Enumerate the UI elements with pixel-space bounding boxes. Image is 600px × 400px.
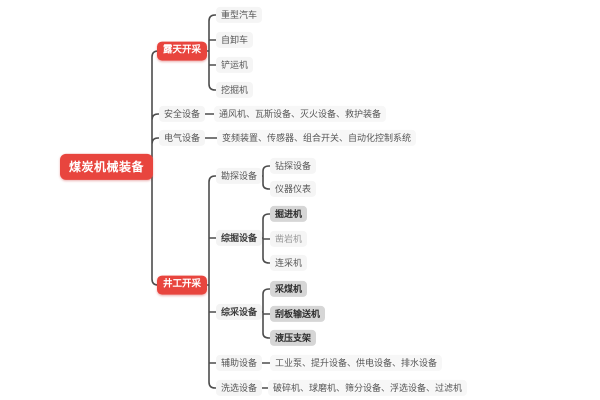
leaf-scraper[interactable]: 铲运机 <box>216 56 254 74</box>
node-tunneling-equipment[interactable]: 综掘设备 <box>216 229 263 247</box>
node-mechanized-mining-equipment[interactable]: 综采设备 <box>216 303 263 321</box>
leaf-roadheader[interactable]: 掘进机 <box>270 205 308 223</box>
node-washing-equipment[interactable]: 洗选设备 <box>216 379 263 397</box>
leaf-continuous-miner[interactable]: 连采机 <box>270 254 308 272</box>
node-exploration-equipment[interactable]: 勘探设备 <box>216 167 263 185</box>
root-node[interactable]: 煤炭机械装备 <box>60 153 154 181</box>
leaf-scraper-conveyor[interactable]: 刮板输送机 <box>270 305 326 323</box>
branch-underground-mining[interactable]: 井工开采 <box>157 275 208 295</box>
leaf-drilling-equipment[interactable]: 钻探设备 <box>270 157 317 175</box>
leaf-dump-truck[interactable]: 自卸车 <box>216 31 254 49</box>
branch-open-pit-mining[interactable]: 露天开采 <box>157 41 208 61</box>
safety-equipment-items[interactable]: 通风机、瓦斯设备、灭火设备、救护装备 <box>214 105 387 123</box>
leaf-excavator[interactable]: 挖掘机 <box>216 81 254 99</box>
auxiliary-equipment-items[interactable]: 工业泵、提升设备、供电设备、排水设备 <box>270 354 443 372</box>
electrical-equipment-items[interactable]: 变频装置、传感器、组合开关、自动化控制系统 <box>217 129 417 147</box>
washing-equipment-items[interactable]: 破碎机、球磨机、筛分设备、浮选设备、过滤机 <box>268 379 468 397</box>
leaf-rock-drill[interactable]: 凿岩机 <box>270 230 308 248</box>
leaf-heavy-truck[interactable]: 重型汽车 <box>216 6 263 24</box>
node-auxiliary-equipment[interactable]: 辅助设备 <box>216 354 263 372</box>
leaf-coal-shearer[interactable]: 采煤机 <box>270 280 308 298</box>
branch-safety-equipment[interactable]: 安全设备 <box>159 105 206 123</box>
leaf-hydraulic-support[interactable]: 液压支架 <box>270 329 317 347</box>
branch-electrical-equipment[interactable]: 电气设备 <box>159 129 206 147</box>
leaf-instruments[interactable]: 仪器仪表 <box>270 180 317 198</box>
